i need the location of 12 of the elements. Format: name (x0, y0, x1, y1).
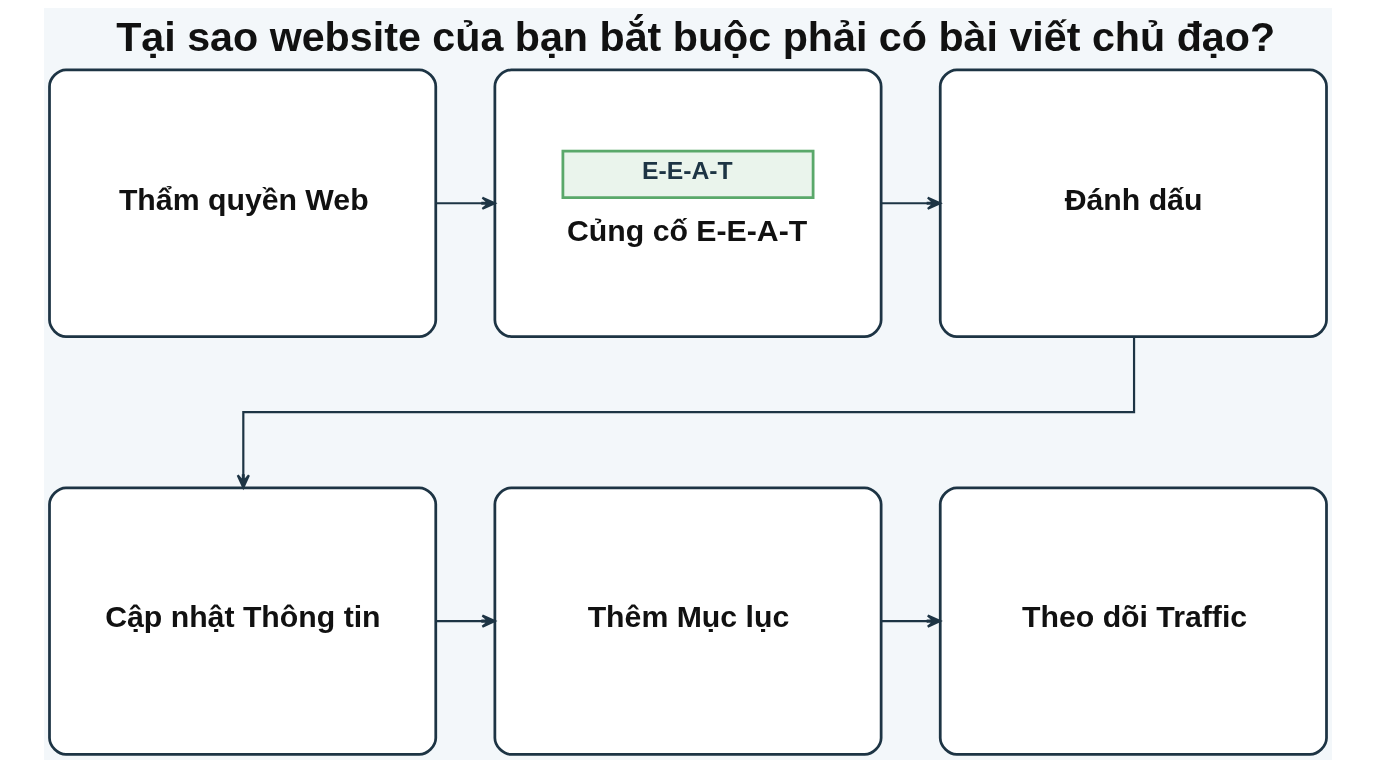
arrow (881, 196, 942, 210)
node-box: Theo dõi Traffic (938, 486, 1328, 756)
node-box: Đánh dấu (938, 68, 1328, 338)
node-box: E-E-A-T Củng cố E-E-A-T (493, 68, 883, 338)
arrow (436, 614, 496, 628)
node-box: Cập nhật Thông tin (48, 486, 438, 756)
node-box: Thẩm quyền Web (48, 68, 438, 338)
arrow (236, 336, 1136, 489)
node-box: Thêm Mục lục (493, 486, 883, 756)
diagram-title: Tại sao website của bạn bắt buộc phải có bài viết chủ đạo? (116, 13, 1276, 60)
arrow (436, 196, 496, 210)
arrow (881, 614, 942, 628)
